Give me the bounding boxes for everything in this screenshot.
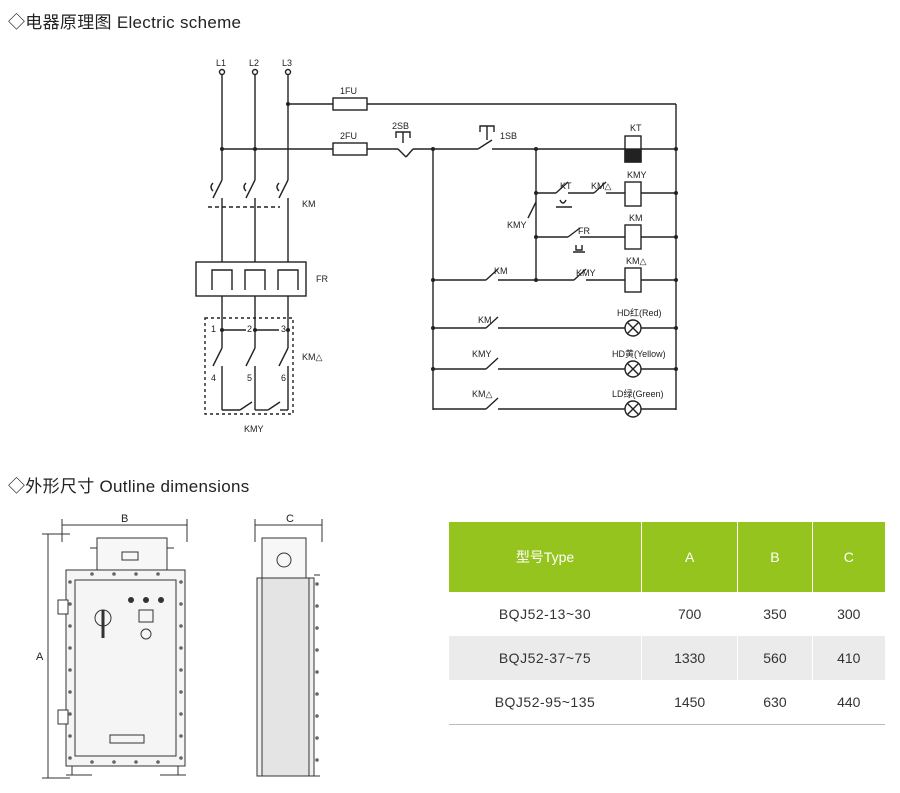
label-kmd-power: KM△ bbox=[302, 352, 323, 362]
label-kmy-coil: KMY bbox=[627, 170, 647, 180]
table-row: BQJ52-95~135 1450 630 440 bbox=[449, 680, 885, 725]
cell-B: 560 bbox=[737, 636, 813, 680]
terminal-2: 2 bbox=[247, 324, 252, 334]
label-lamp-km: KM bbox=[478, 315, 492, 325]
cell-A: 700 bbox=[641, 592, 739, 636]
terminal-3: 3 bbox=[281, 324, 286, 334]
label-lamp-kmd: KM△ bbox=[472, 389, 493, 399]
cell-A: 1450 bbox=[641, 680, 739, 725]
label-1sb: 1SB bbox=[500, 131, 517, 141]
dim-B-label: B bbox=[121, 513, 128, 525]
dim-A-label: A bbox=[36, 651, 44, 663]
dimensions-table: 型号Type A B C BQJ52-13~30 700 350 300 BQJ… bbox=[449, 522, 885, 725]
cell-C: 300 bbox=[837, 606, 861, 622]
outline-dimensions-title: ◇外形尺寸 Outline dimensions bbox=[8, 477, 250, 496]
label-kmy-power: KMY bbox=[244, 424, 264, 434]
cell-B: 630 bbox=[737, 680, 813, 725]
label-kt-contact: KT bbox=[560, 181, 572, 191]
terminal-4: 4 bbox=[211, 373, 216, 383]
table-header-row: 型号Type A B C bbox=[449, 522, 885, 592]
label-kt-coil: KT bbox=[630, 123, 642, 133]
cell-type: BQJ52-95~135 bbox=[449, 680, 642, 725]
side-view-bolts bbox=[315, 582, 319, 762]
header-B: B bbox=[737, 522, 813, 592]
label-L3: L3 bbox=[282, 58, 292, 68]
label-ld-green: LD绿(Green) bbox=[612, 388, 664, 399]
dim-C-label: C bbox=[286, 513, 294, 525]
label-kmy2-contact: KMY bbox=[576, 268, 596, 278]
label-L2: L2 bbox=[249, 58, 259, 68]
electric-scheme-title: ◇电器原理图 Electric scheme bbox=[8, 13, 242, 32]
label-L1: L1 bbox=[216, 58, 226, 68]
label-kmy-contact: KMY bbox=[507, 220, 527, 230]
terminal-6: 6 bbox=[281, 373, 286, 383]
cell-B: 350 bbox=[737, 592, 813, 636]
header-C: C bbox=[812, 522, 885, 592]
label-fr-contact: FR bbox=[578, 226, 590, 236]
terminal-5: 5 bbox=[247, 373, 252, 383]
label-km-contact: KM bbox=[494, 266, 508, 276]
table-row: BQJ52-13~30 700 350 300 bbox=[449, 592, 885, 636]
cell-A: 1330 bbox=[641, 636, 739, 680]
label-kmd-coil: KM△ bbox=[626, 256, 647, 266]
label-hd-red: HD红(Red) bbox=[617, 307, 662, 318]
label-fr: FR bbox=[316, 274, 328, 284]
front-view-drawing bbox=[42, 519, 188, 779]
table-row: BQJ52-37~75 1330 560 410 bbox=[449, 636, 885, 680]
label-1fu: 1FU bbox=[340, 86, 357, 96]
header-type: 型号Type bbox=[449, 522, 642, 592]
label-kmd-contact: KM△ bbox=[591, 181, 612, 191]
header-A: A bbox=[641, 522, 739, 592]
label-2fu: 2FU bbox=[340, 131, 357, 141]
side-view-drawing bbox=[254, 519, 323, 777]
terminal-1: 1 bbox=[211, 324, 216, 334]
label-km-power: KM bbox=[302, 199, 316, 209]
label-2sb: 2SB bbox=[392, 121, 409, 131]
label-hd-yellow: HD黄(Yellow) bbox=[612, 348, 666, 359]
cell-C: 410 bbox=[812, 636, 885, 680]
cell-type: BQJ52-37~75 bbox=[449, 636, 642, 680]
label-lamp-kmy: KMY bbox=[472, 349, 492, 359]
label-km-coil: KM bbox=[629, 213, 643, 223]
cell-type: BQJ52-13~30 bbox=[449, 592, 642, 636]
front-view-bolts bbox=[68, 572, 183, 764]
cell-C: 440 bbox=[812, 680, 885, 725]
